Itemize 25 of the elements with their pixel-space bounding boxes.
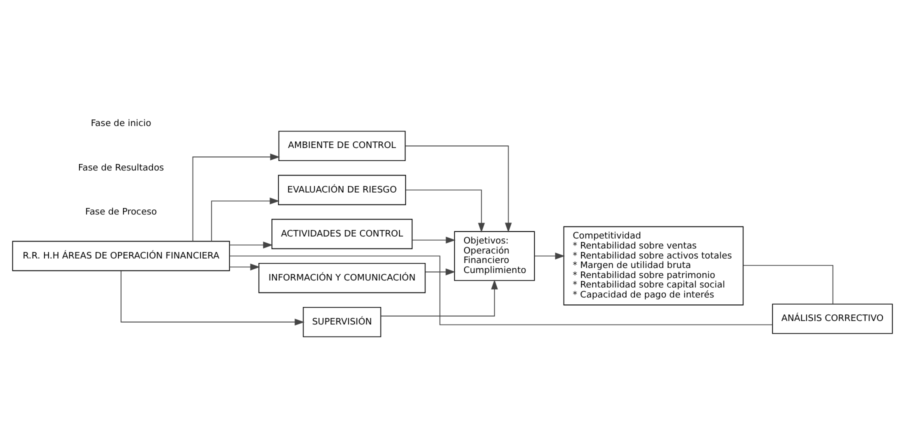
label: Fase de Proceso [85,206,157,217]
node-box: R.R. H.H ÁREAS DE OPERACIÓN FINANCIERA [12,240,230,271]
node-box: EVALUACIÓN DE RIESGO [278,174,406,205]
arrow [424,268,456,275]
label: Fase de Resultados [78,162,164,173]
arrow [211,197,280,242]
arrow [406,189,485,232]
arrow [229,241,273,248]
node-box: ACTIVIDADES DE CONTROL [272,218,413,249]
node-box: INFORMACIÓN Y COMUNICACIÓN [258,262,426,293]
node-box: SUPERVISIÓN [302,306,382,337]
arrow [120,270,305,325]
connector [229,255,773,325]
arrow [534,252,565,259]
node-box: ANÁLISIS CORRECTIVO [772,303,893,334]
label: Fase de inicio [90,118,152,129]
node-box: AMBIENTE DE CONTROL [278,130,406,161]
node-box: Competitividad * Rentabilidad sobre ventas * Rentabilidad sobre activos totales * Margen de utilidad bruta * Rentabilidad sobre patrimonio * Rentabilidad sobre capital social * Capacidad de pago de interés [563,226,744,305]
arrow [380,279,498,316]
arrow [404,145,512,232]
node-box: Objetivos: Operación Financiero Cumplimiento [454,230,535,280]
arrow [192,153,280,242]
arrow [229,263,260,270]
connector [743,264,834,304]
arrow [412,236,456,244]
